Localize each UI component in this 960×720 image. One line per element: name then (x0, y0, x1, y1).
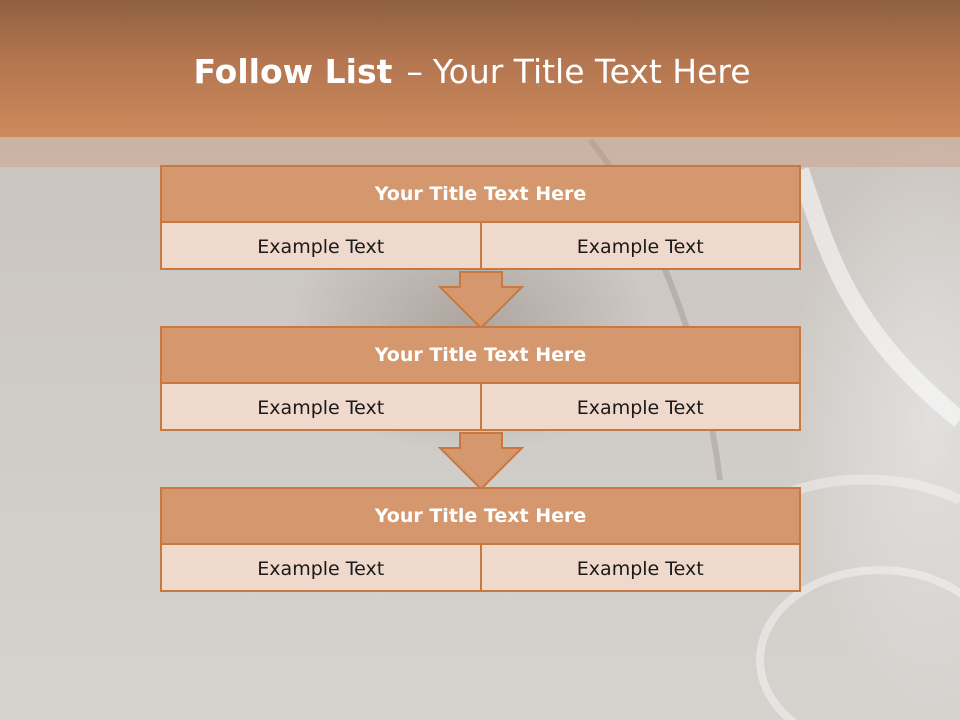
step-cell-left: Example Text (257, 557, 385, 580)
step-title: Your Title Text Here (162, 328, 799, 384)
step-cell-left: Example Text (257, 235, 385, 258)
header-fade (0, 137, 960, 167)
step-cell-right: Example Text (479, 545, 800, 592)
title-rest: Your Title Text Here (432, 52, 751, 91)
step-cell-right: Example Text (479, 384, 800, 431)
step-title: Your Title Text Here (162, 489, 799, 545)
title-separator: – (406, 52, 423, 91)
step-cell-right: Example Text (479, 223, 800, 270)
down-arrow-icon (438, 271, 524, 329)
step-row: Example Text Example Text (162, 545, 799, 592)
down-arrow-icon (438, 432, 524, 490)
header-band (0, 0, 960, 137)
step-card-2: Your Title Text Here Example Text Exampl… (160, 326, 801, 431)
step-row: Example Text Example Text (162, 384, 799, 431)
title-bold: Follow List (193, 52, 393, 91)
page-title: Follow List–Your Title Text Here (0, 52, 944, 91)
step-card-1: Your Title Text Here Example Text Exampl… (160, 165, 801, 270)
step-title: Your Title Text Here (162, 167, 799, 223)
step-row: Example Text Example Text (162, 223, 799, 270)
step-cell-left: Example Text (257, 396, 385, 419)
step-card-3: Your Title Text Here Example Text Exampl… (160, 487, 801, 592)
